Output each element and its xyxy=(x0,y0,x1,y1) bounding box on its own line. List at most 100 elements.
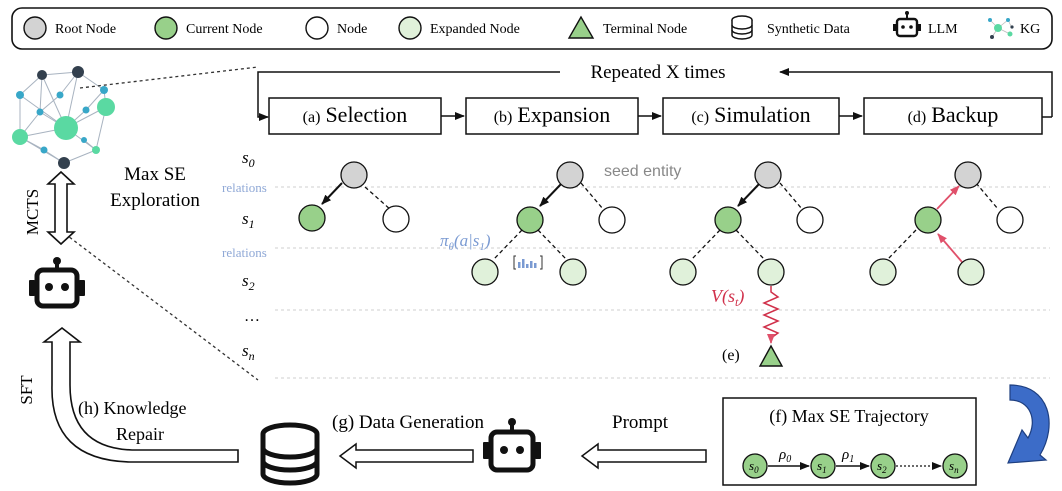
svg-text:(d)Backup: (d)Backup xyxy=(908,102,999,127)
max-se-exploration-line2: Exploration xyxy=(110,190,200,211)
prompt-arrow xyxy=(580,442,707,470)
trajectory-box: (f) Max SE Trajectory s0 s1 s2 sn ρ0 ρ1 xyxy=(722,397,977,486)
legend-label-kg: KG xyxy=(1020,22,1040,37)
backup-expanded-right xyxy=(957,258,985,286)
zoom-line-top xyxy=(79,66,259,89)
root-node-icon xyxy=(23,16,47,40)
trajectory-title: (f) Max SE Trajectory xyxy=(769,406,928,427)
level-relations-2: relations xyxy=(222,245,267,260)
simulation-root-node xyxy=(754,161,782,189)
legend-label-synthetic: Synthetic Data xyxy=(767,22,851,37)
expansion-root-node xyxy=(556,161,584,189)
expanded-node-icon xyxy=(398,16,422,40)
simulation-node xyxy=(796,206,824,234)
node-icon xyxy=(305,16,329,40)
terminal-node xyxy=(758,344,784,367)
terminal-node-icon xyxy=(567,15,595,39)
knowledge-graph-icon xyxy=(988,18,1014,39)
expansion-expanded-right xyxy=(559,258,587,286)
prompt-label: Prompt xyxy=(612,412,669,433)
legend-label-node: Node xyxy=(337,22,367,37)
sft-label: SFT xyxy=(17,375,36,405)
tree-selection xyxy=(298,161,410,233)
stage-a-prefix: (a) xyxy=(303,109,321,126)
tree-simulation: V(st) (e) xyxy=(669,161,824,367)
max-se-exploration-line1: Max SE xyxy=(124,164,186,185)
stage-a-box: (a)Selection xyxy=(268,97,442,135)
trajectory-node-sn xyxy=(942,453,968,479)
knowledge-repair-line1: (h) Knowledge xyxy=(78,398,186,419)
svg-text:(c)Simulation: (c) Simulation xyxy=(691,102,810,127)
stage-a-name: Selection xyxy=(325,102,407,127)
svg-text:s1: s1 xyxy=(817,458,827,475)
expansion-expanded-left xyxy=(471,258,499,286)
curved-arrow-blue xyxy=(1007,384,1050,464)
trajectory-node-s1 xyxy=(810,453,836,479)
stage-b-name: Expansion xyxy=(517,102,610,127)
svg-text:sn: sn xyxy=(949,458,959,475)
value-label: V(st) xyxy=(711,286,744,309)
llm-robot-bottom-icon xyxy=(483,418,541,473)
level-labels: s0 relations s1 relations s2 … sn xyxy=(222,148,267,363)
current-node-icon xyxy=(154,16,178,40)
knowledge-graph-illustration xyxy=(12,66,115,169)
database-icon xyxy=(731,15,753,40)
data-generation-arrow xyxy=(338,442,474,470)
level-dots: … xyxy=(244,308,260,325)
seed-entity-label: seed entity xyxy=(604,163,681,180)
legend-label-expanded: Expanded Node xyxy=(430,22,520,37)
stage-d-name: Backup xyxy=(931,102,998,127)
robot-icon xyxy=(893,11,921,38)
tree-backup xyxy=(869,161,1024,286)
backup-root-node xyxy=(954,161,982,189)
backup-current-node xyxy=(914,206,942,234)
svg-text:(b)Expansion: (b)Expansion xyxy=(494,102,611,127)
svg-text:s2: s2 xyxy=(877,458,887,475)
tree-expansion: seed entity πθ(a|s1) xyxy=(440,161,681,286)
bar-chart-icon xyxy=(513,255,543,270)
mcts-double-arrow xyxy=(45,170,77,246)
level-s0: s0 xyxy=(242,148,255,170)
legend-label-llm: LLM xyxy=(928,22,958,37)
legend-label-current: Current Node xyxy=(186,22,263,37)
sft-curved-arrow xyxy=(41,326,239,463)
selection-root-node xyxy=(340,161,368,189)
rollout-squiggle xyxy=(762,286,780,339)
synthetic-data-database-icon xyxy=(260,422,320,486)
svg-text:s0: s0 xyxy=(749,458,759,475)
policy-label: πθ(a|s1) xyxy=(440,231,491,253)
level-s1: s1 xyxy=(242,209,255,231)
level-relations-1: relations xyxy=(222,180,267,195)
stage-b-prefix: (b) xyxy=(494,109,513,126)
mcts-label: MCTS xyxy=(23,189,42,235)
simulation-current-node xyxy=(714,206,742,234)
selection-node xyxy=(382,205,410,233)
legend-frame xyxy=(11,7,1053,50)
selection-current-node xyxy=(298,204,326,232)
trajectory-node-s0 xyxy=(742,453,768,479)
legend-label-root: Root Node xyxy=(55,22,116,37)
legend-label-terminal: Terminal Node xyxy=(603,22,687,37)
backup-expanded-left xyxy=(869,258,897,286)
trajectory-node-s2 xyxy=(870,453,896,479)
stage-b-box: (b)Expansion xyxy=(465,97,639,135)
data-generation-label: (g) Data Generation xyxy=(332,412,484,433)
backup-node xyxy=(996,206,1024,234)
simulation-expanded-right xyxy=(757,258,785,286)
repeated-label: Repeated X times xyxy=(590,62,725,83)
level-s2: s2 xyxy=(242,271,255,293)
expansion-current-node xyxy=(516,206,544,234)
stage-c-prefix: (c) xyxy=(691,109,709,126)
stage-d-box: (d)Backup xyxy=(863,97,1043,135)
stage-c-name: Simulation xyxy=(714,102,811,127)
llm-robot-left-icon xyxy=(29,257,85,309)
stage-c-box: (c) Simulation xyxy=(662,97,840,135)
knowledge-repair-line2: Repair xyxy=(116,424,164,444)
legend-bar: Root Node Current Node Node Expanded Nod… xyxy=(11,7,1053,50)
simulation-expanded-left xyxy=(669,258,697,286)
terminal-tag-label: (e) xyxy=(722,347,740,364)
svg-text:(a)Selection: (a)Selection xyxy=(303,102,408,127)
stage-d-prefix: (d) xyxy=(908,109,927,126)
